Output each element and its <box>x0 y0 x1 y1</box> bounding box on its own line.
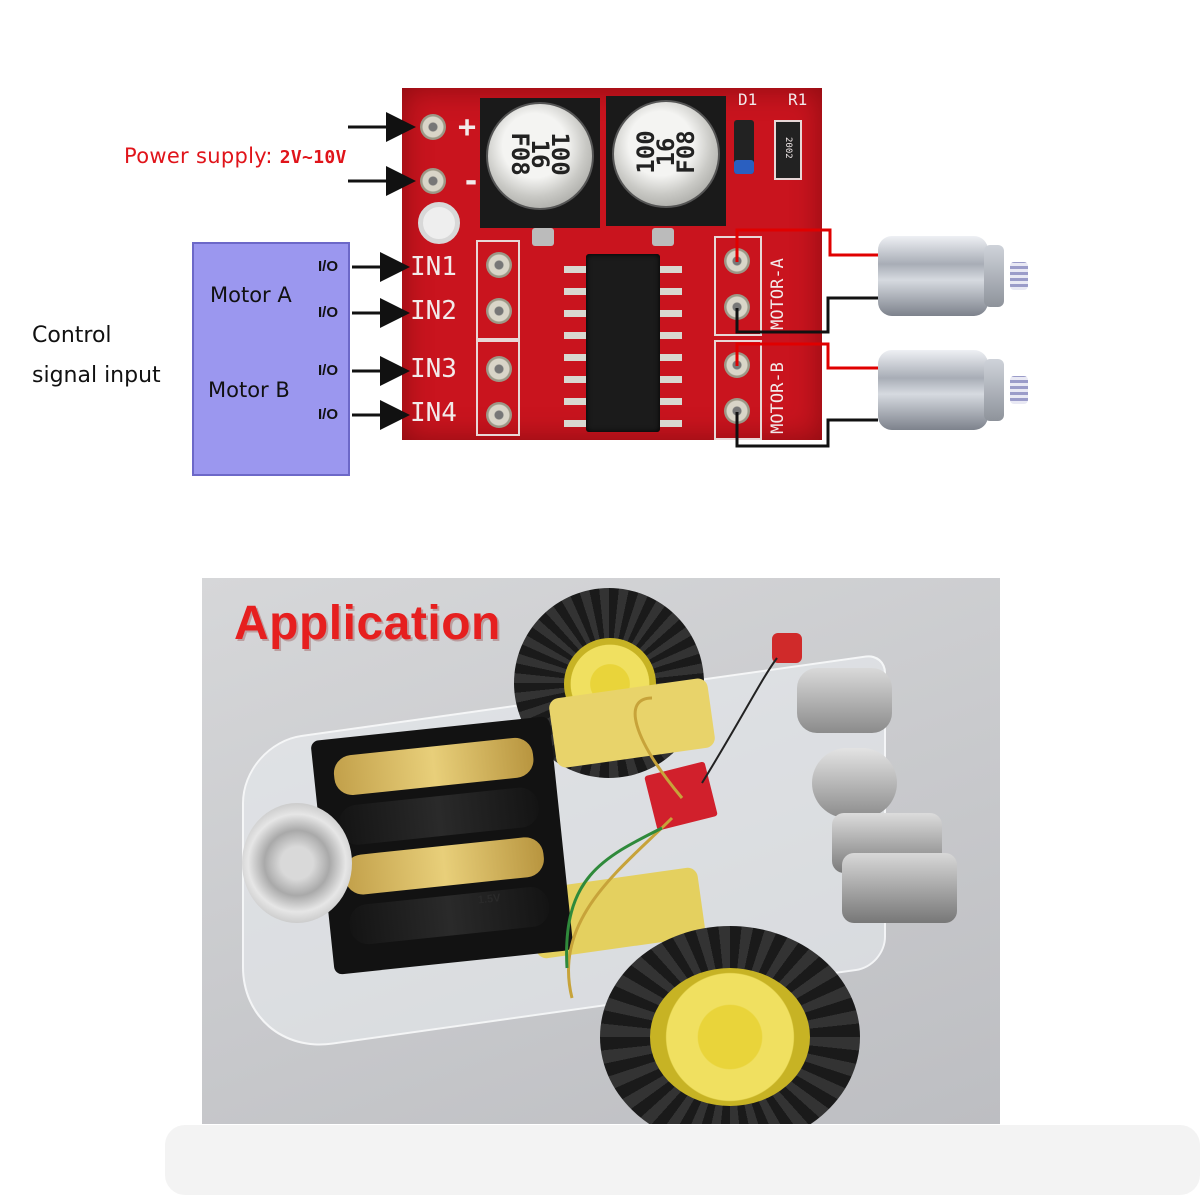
driver-chip <box>586 254 660 432</box>
in4-marking: IN4 <box>410 398 457 428</box>
photo-wire-yellow <box>633 696 684 799</box>
chip-pin <box>660 398 682 405</box>
dc-motor-a <box>878 236 988 316</box>
motor-b-black-wire <box>735 412 878 448</box>
io-label-4: I/O <box>318 406 339 423</box>
dc-motor-b <box>878 350 988 430</box>
chip-pin <box>660 420 682 427</box>
photo-wire-black <box>701 657 778 784</box>
d1-marking: D1 <box>738 90 758 109</box>
spare-motor-4 <box>842 853 957 923</box>
diagram-arrows-wires <box>348 112 878 448</box>
motor-b-label: Motor B <box>208 378 290 402</box>
in2-marking: IN2 <box>410 296 457 326</box>
control-signal-box <box>192 242 350 476</box>
plus-marking: + <box>458 110 477 145</box>
chip-pin <box>660 310 682 317</box>
r1-marking: R1 <box>788 90 808 109</box>
in1-pad <box>486 252 512 278</box>
chip-pin <box>660 288 682 295</box>
spare-motor-2 <box>812 748 897 818</box>
chip-pin <box>564 398 586 405</box>
chip-pin <box>564 376 586 383</box>
photo-wire-green <box>565 826 663 969</box>
photo-wires <box>565 657 778 999</box>
front-wheel-hub <box>650 968 810 1106</box>
application-photo: 1.5V Application <box>202 578 1000 1124</box>
motor-b-endcap <box>984 359 1004 421</box>
motor-a-endcap <box>984 245 1004 307</box>
chip-pin <box>660 354 682 361</box>
chip-pin <box>564 332 586 339</box>
chip-pin <box>564 354 586 361</box>
io-label-3: I/O <box>318 362 339 379</box>
chip-pin <box>564 266 586 273</box>
motor-a-label: Motor A <box>210 283 292 307</box>
capacitor-2-leg <box>652 228 674 246</box>
chip-pin <box>564 310 586 317</box>
power-supply-label: Power supply: 2V~10V <box>124 144 347 168</box>
power-minus-pad <box>420 168 446 194</box>
mounting-hole <box>418 202 460 244</box>
diode-band <box>734 160 754 174</box>
in3-pad <box>486 356 512 382</box>
chip-pin <box>564 420 586 427</box>
footer-band <box>165 1125 1200 1195</box>
capacitor-2: 100 16 F08 <box>612 100 720 208</box>
capacitor-1: 100 16 F08 <box>486 102 594 210</box>
power-supply-voltage: 2V~10V <box>279 147 347 168</box>
io-label-2: I/O <box>318 304 339 321</box>
chip-pin <box>660 332 682 339</box>
input-header-top <box>476 240 520 340</box>
chip-pin <box>564 288 586 295</box>
motor-a-gear-icon <box>1010 262 1028 290</box>
photo-wire-yellow-2 <box>567 816 674 999</box>
control-signal-line-2: signal input <box>32 363 161 388</box>
control-signal-line-1: Control <box>32 323 112 348</box>
in3-marking: IN3 <box>410 354 457 384</box>
input-header-bottom <box>476 340 520 436</box>
chip-pin <box>660 266 682 273</box>
motor-a-red-wire <box>735 228 878 262</box>
power-plus-pad <box>420 114 446 140</box>
castor-wheel <box>242 803 352 923</box>
motor-a-black-wire <box>735 296 878 334</box>
in1-marking: IN1 <box>410 252 457 282</box>
minus-marking: - <box>462 164 481 199</box>
chip-pin <box>660 376 682 383</box>
spare-motor-1 <box>797 668 892 733</box>
in4-pad <box>486 402 512 428</box>
motor-b-red-wire <box>735 342 878 370</box>
application-title: Application <box>234 597 501 650</box>
resistor-r1: 2002 <box>774 120 802 180</box>
power-supply-text: Power supply: <box>124 144 273 168</box>
motor-b-gear-icon <box>1010 376 1028 404</box>
capacitor-1-leg <box>532 228 554 246</box>
io-label-1: I/O <box>318 258 339 275</box>
in2-pad <box>486 298 512 324</box>
control-signal-label: Control signal input <box>32 316 161 396</box>
